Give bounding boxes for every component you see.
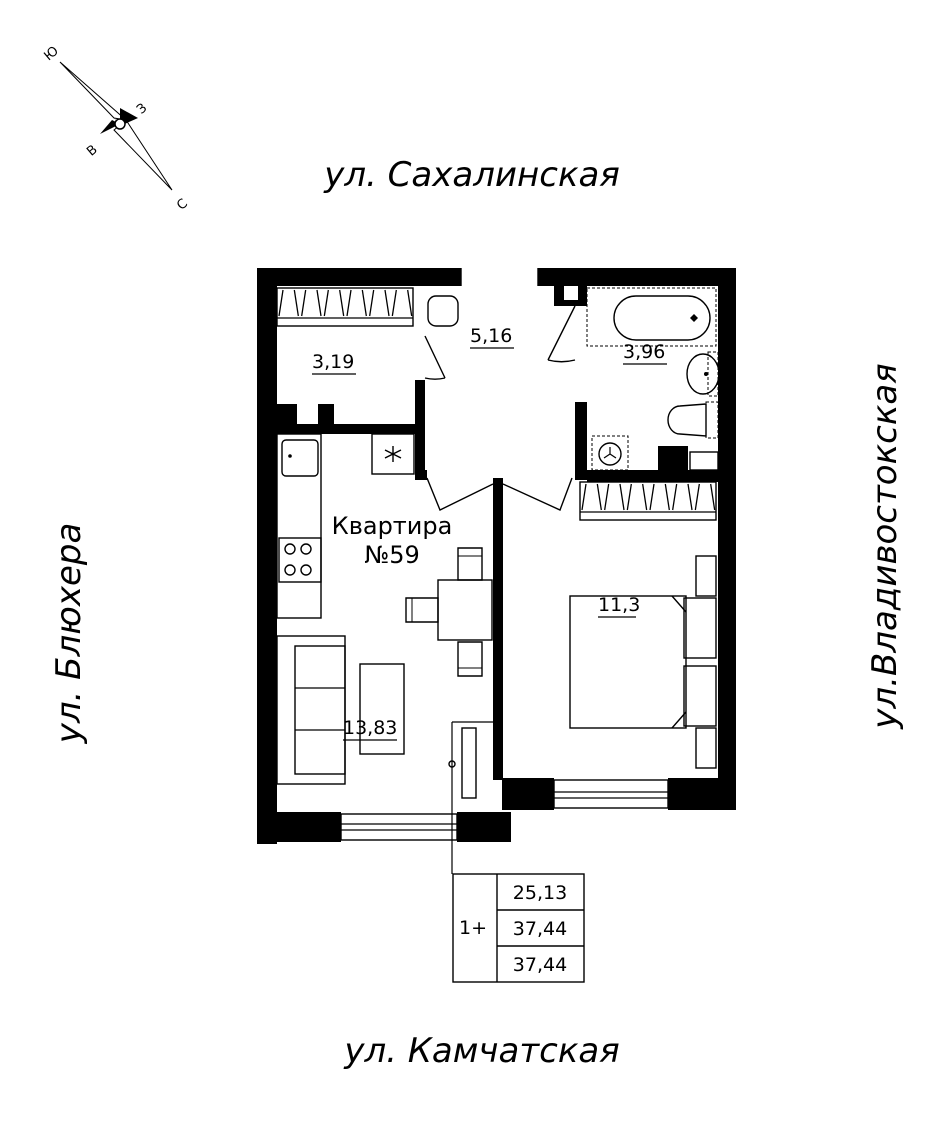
wardrobe-hatching [278, 289, 716, 511]
window-living [340, 813, 458, 841]
summary-total-area: 37,44 [513, 918, 567, 940]
walls [257, 268, 736, 844]
kitchen-stove [278, 537, 322, 583]
doors [424, 268, 576, 511]
dining-chairs [405, 547, 483, 677]
ventilation-shaft [371, 433, 415, 475]
washing-machine [591, 435, 629, 471]
wardrobe-bedroom [579, 481, 717, 521]
apartment-number: №59 [364, 541, 420, 569]
bathtub [586, 287, 717, 347]
apartment-title: Квартира [332, 512, 453, 540]
room-area-living: 13,83 [343, 717, 397, 739]
sofa [276, 635, 346, 785]
washbasin [686, 351, 720, 397]
coffee-table [359, 663, 405, 755]
hall-cabinet [427, 295, 459, 327]
bath-niche [689, 451, 719, 471]
street-top-label: ул. Сахалинская [323, 155, 620, 195]
balcony-door [448, 721, 493, 874]
dining-table [437, 579, 493, 641]
kitchen-counter [276, 433, 322, 619]
toilet [667, 401, 719, 439]
summary-rooms-label: 1+ [459, 917, 487, 939]
street-bottom-label: ул. Камчатская [343, 1031, 619, 1071]
compass-north-label: С [174, 196, 191, 213]
room-area-storage: 3,19 [312, 351, 354, 373]
bed [569, 595, 717, 729]
wardrobe-storage [276, 287, 414, 327]
area-summary-table: 1+ 25,13 37,44 37,44 [452, 873, 585, 983]
room-area-bath: 3,96 [623, 341, 665, 363]
summary-living-area: 25,13 [513, 882, 567, 904]
room-area-bedroom: 11,3 [598, 594, 640, 616]
street-right-label: ул.Владивостокская [865, 363, 905, 729]
nightstand-bottom [695, 727, 717, 769]
compass-west-label: З [134, 101, 150, 118]
kitchen-sink [281, 439, 319, 477]
window-bedroom [553, 779, 669, 809]
room-area-hall: 5,16 [470, 325, 512, 347]
summary-total-area-balcony: 37,44 [513, 954, 567, 976]
compass-south-label: Ю [41, 44, 61, 65]
nightstand-top [695, 555, 717, 597]
compass-east-label: В [84, 142, 100, 159]
compass-rose: Ю З В С [41, 44, 190, 214]
street-left-label: ул. Блюхера [49, 523, 89, 745]
